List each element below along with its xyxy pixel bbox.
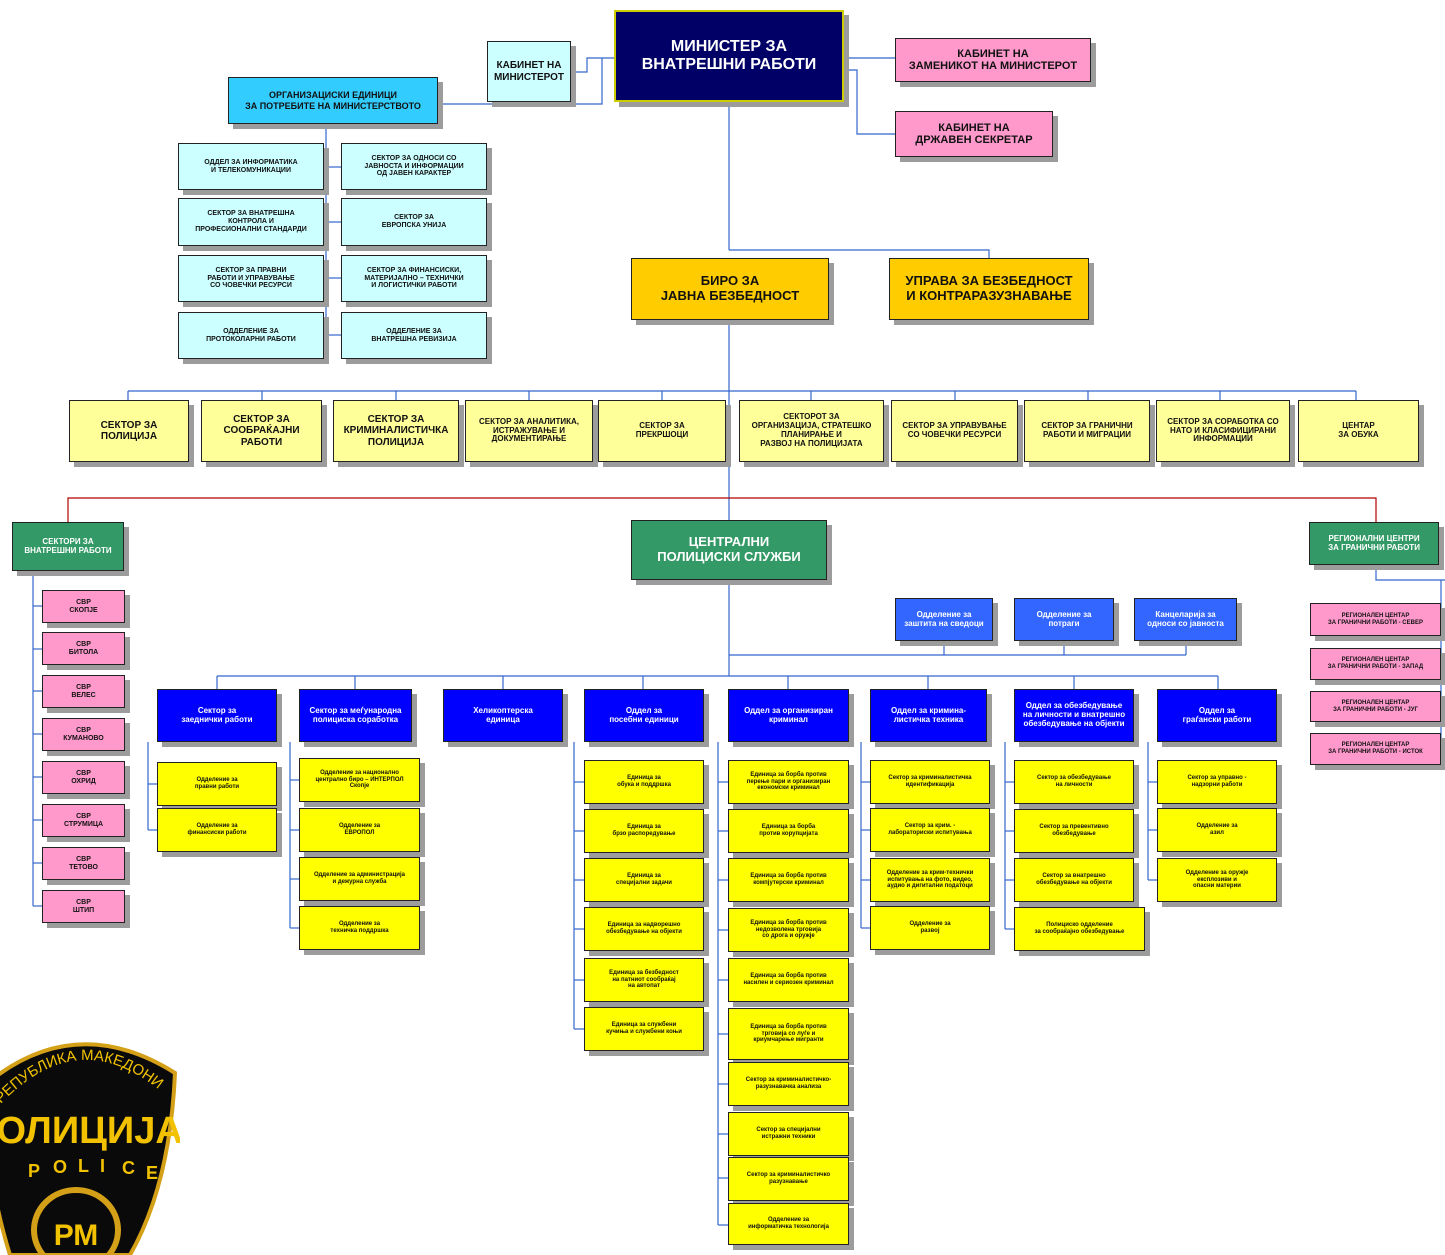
central-unit-witness-protection: Одделение за заштита на сведоци (895, 598, 993, 641)
bureau-sector-3: СЕКТОР ЗА КРИМИНАЛИСТИЧКА ПОЛИЦИЈА (333, 400, 459, 462)
svr-item-5: СВР ОХРИД (42, 761, 125, 794)
column-7-item-1: Сектор за управно - надзорни работи (1157, 760, 1277, 804)
column-6-item-2: Сектор за превентивно обезбедување (1014, 809, 1134, 853)
column-0-item-1: Одделение за правни работи (157, 762, 277, 806)
svr-item-3: СВР ВЕЛЕС (42, 675, 125, 708)
column-6-item-3: Сектор за внатрешно обезбедување на обје… (1014, 858, 1134, 902)
column-4-item-9: Сектор за криминалистичко разузнавање (728, 1157, 849, 1201)
column-3-item-5: Единица за безбедност на патниот сообраќ… (584, 958, 704, 1002)
column-3-item-4: Единица за надворешно обезбедување на об… (584, 907, 704, 951)
column-4-item-2: Единица за борба против корупцијата (728, 809, 849, 853)
column-4-item-7: Сектор за криминалистичко- разузнавачка … (728, 1062, 849, 1106)
bureau-sector-8: СЕКТОР ЗА ГРАНИЧНИ РАБОТИ И МИГРАЦИИ (1024, 400, 1150, 462)
column-4-item-5: Единица за борба против насилен и сериоз… (728, 958, 849, 1002)
bureau-sector-1: СЕКТОР ЗА ПОЛИЦИЈА (69, 400, 189, 462)
logo-initials: РМ (54, 1219, 99, 1252)
central-unit-public-relations: Канцеларија за односи со јавноста (1134, 598, 1237, 641)
internal-sectors-box: СЕКТОРИ ЗА ВНАТРЕШНИ РАБОТИ (12, 522, 124, 571)
column-4-item-4: Единица за борба против недозволена трго… (728, 908, 849, 952)
column-3-item-1: Единица за обука и поддршка (584, 760, 704, 804)
column-5-item-4: Одделение за развој (870, 906, 990, 950)
logo-letter-3: L (78, 1156, 89, 1176)
column-1-item-1: Одделение за национално централно биро –… (299, 758, 420, 802)
logo-letter-6: E (146, 1163, 158, 1183)
column-header-common-affairs: Сектор за заеднички работи (157, 689, 277, 742)
column-1-item-2: Одделение за ЕВРОПОЛ (299, 808, 420, 852)
logo-wreath (31, 1187, 121, 1255)
column-5-item-2: Сектор за крим. - лабораториски испитува… (870, 808, 990, 852)
column-1-item-3: Одделение за администрација и дежурна сл… (299, 857, 420, 901)
svr-item-6: СВР СТРУМИЦА (42, 804, 125, 837)
logo-letter-1: P (28, 1161, 40, 1181)
logo-letter-2: O (53, 1157, 67, 1177)
bureau-sector-7: СЕКТОР ЗА УПРАВУВАЊЕ СО ЧОВЕЧКИ РЕСУРСИ (891, 400, 1018, 462)
column-3-item-2: Единица за брзо распоредување (584, 809, 704, 853)
column-header-international-cooperation: Сектор за меѓународна полициска соработк… (299, 689, 412, 742)
central-unit-searches: Одделение за потраги (1014, 598, 1114, 641)
column-4-item-1: Единица за борба против перење пари и ор… (728, 760, 849, 804)
column-5-item-3: Одделение за крим-технички испитувања на… (870, 858, 990, 902)
column-header-forensic-technique: Оддел за кримина- листичка техника (870, 689, 987, 742)
column-7-item-3: Одделение за оружје експлозиви и опасни … (1157, 858, 1277, 902)
column-5-item-1: Сектор за криминалистичка идентификација (870, 760, 990, 804)
org-unit-right-3: СЕКТОР ЗА ФИНАНСИСКИ, МАТЕРИЈАЛНО – ТЕХН… (341, 255, 487, 302)
central-police-services-box: ЦЕНТРАЛНИ ПОЛИЦИСКИ СЛУЖБИ (631, 520, 827, 580)
svr-item-1: СВР СКОПЈЕ (42, 590, 125, 623)
svr-item-2: СВР БИТОЛА (42, 632, 125, 665)
column-0-item-2: Одделение за финансиски работи (157, 808, 277, 852)
org-unit-left-3: СЕКТОР ЗА ПРАВНИ РАБОТИ И УПРАВУВАЊЕ СО … (178, 255, 324, 302)
column-4-item-3: Единица за борба против компјутерски кри… (728, 858, 849, 902)
logo-letter-5: C (122, 1158, 135, 1178)
column-header-special-units: Оддел за посебни единици (584, 689, 704, 742)
security-administration-box: УПРАВА ЗА БЕЗБЕДНОСТ И КОНТРАРАЗУЗНАВАЊЕ (889, 258, 1089, 320)
column-header-civil-affairs: Оддел за граѓански работи (1157, 689, 1277, 742)
bureau-sector-5: СЕКТОР ЗА ПРЕКРШОЦИ (598, 400, 726, 462)
svr-item-8: СВР ШТИП (42, 890, 125, 923)
bureau-sector-6: СЕКТОРОТ ЗА ОРГАНИЗАЦИЈА, СТРАТЕШКО ПЛАН… (739, 400, 884, 462)
org-unit-right-2: СЕКТОР ЗА ЕВРОПСКА УНИЈА (341, 198, 487, 246)
regional-center-4: РЕГИОНАЛЕН ЦЕНТАР ЗА ГРАНИЧНИ РАБОТИ - И… (1310, 733, 1441, 765)
column-4-item-6: Единица за борба против трговија со луѓе… (728, 1008, 849, 1060)
column-1-item-4: Одделение за техничка поддршка (299, 906, 420, 950)
org-units-box: ОРГАНИЗАЦИСКИ ЕДИНИЦИ ЗА ПОТРЕБИТЕ НА МИ… (228, 77, 438, 124)
column-6-item-4: Полициско одделение за сообраќајно обезб… (1014, 907, 1145, 951)
regional-center-1: РЕГИОНАЛЕН ЦЕНТАР ЗА ГРАНИЧНИ РАБОТИ - С… (1310, 603, 1441, 636)
bureau-box: БИРО ЗА ЈАВНА БЕЗБЕДНОСТ (631, 258, 829, 320)
column-7-item-2: Одделение за азил (1157, 808, 1277, 852)
column-header-organized-crime: Оддел за организиран криминал (728, 689, 849, 742)
org-unit-left-2: СЕКТОР ЗА ВНАТРЕШНА КОНТРОЛА И ПРОФЕСИОН… (178, 198, 324, 246)
police-logo: РЕПУБЛИКА МАКЕДОНИЈА ПОЛИЦИЈА P O L I C … (0, 1015, 180, 1255)
org-unit-left-4: ОДДЕЛЕНИЕ ЗА ПРОТОКОЛАРНИ РАБОТИ (178, 312, 324, 359)
org-unit-right-4: ОДДЕЛЕНИЕ ЗА ВНАТРЕШНА РЕВИЗИЈА (341, 312, 487, 359)
column-6-item-1: Сектор за обезбедување на личности (1014, 760, 1134, 804)
org-unit-right-1: СЕКТОР ЗА ОДНОСИ СО ЈАВНОСТА И ИНФОРМАЦИ… (341, 143, 487, 190)
bureau-sector-2: СЕКТОР ЗА СООБРАЌАЈНИ РАБОТИ (201, 400, 322, 462)
column-header-helicopter-unit: Хеликоптерска единица (443, 689, 563, 742)
minister-box: МИНИСТЕР ЗА ВНАТРЕШНИ РАБОТИ (614, 10, 844, 102)
column-3-item-3: Единица за специјални задачи (584, 858, 704, 902)
bureau-sector-10: ЦЕНТАР ЗА ОБУКА (1298, 400, 1419, 462)
bureau-sector-9: СЕКТОР ЗА СОРАБОТКА СО НАТО И КЛАСИФИЦИР… (1156, 400, 1290, 462)
column-4-item-10: Одделение за информатичка технологија (728, 1203, 849, 1245)
logo-letter-4: I (100, 1156, 105, 1176)
cabinet-deputy-box: КАБИНЕТ НА ЗАМЕНИКОТ НА МИНИСТЕРОТ (895, 38, 1091, 82)
column-header-personal-security: Оддел за обезбедување на личности и внат… (1014, 689, 1134, 742)
column-4-item-8: Сектор за специјални истражни техники (728, 1112, 849, 1156)
column-3-item-6: Единица за службени кучиња и службени ко… (584, 1007, 704, 1051)
cabinet-state-secretary-box: КАБИНЕТ НА ДРЖАВЕН СЕКРЕТАР (895, 111, 1053, 157)
org-unit-left-1: ОДДЕЛ ЗА ИНФОРМАТИКА И ТЕЛЕКОМУНИКАЦИИ (178, 143, 324, 190)
regional-center-3: РЕГИОНАЛЕН ЦЕНТАР ЗА ГРАНИЧНИ РАБОТИ - Ј… (1310, 691, 1441, 722)
cabinet-minister-box: КАБИНЕТ НА МИНИСТЕРОТ (487, 41, 571, 102)
regional-centers-box: РЕГИОНАЛНИ ЦЕНТРИ ЗА ГРАНИЧНИ РАБОТИ (1309, 522, 1439, 565)
regional-center-2: РЕГИОНАЛЕН ЦЕНТАР ЗА ГРАНИЧНИ РАБОТИ - З… (1310, 648, 1441, 680)
svr-item-7: СВР ТЕТОВО (42, 847, 125, 880)
logo-word: ПОЛИЦИЈА (0, 1110, 180, 1152)
svr-item-4: СВР КУМАНОВО (42, 718, 125, 751)
bureau-sector-4: СЕКТОР ЗА АНАЛИТИКА, ИСТРАЖУВАЊЕ И ДОКУМ… (465, 400, 593, 462)
